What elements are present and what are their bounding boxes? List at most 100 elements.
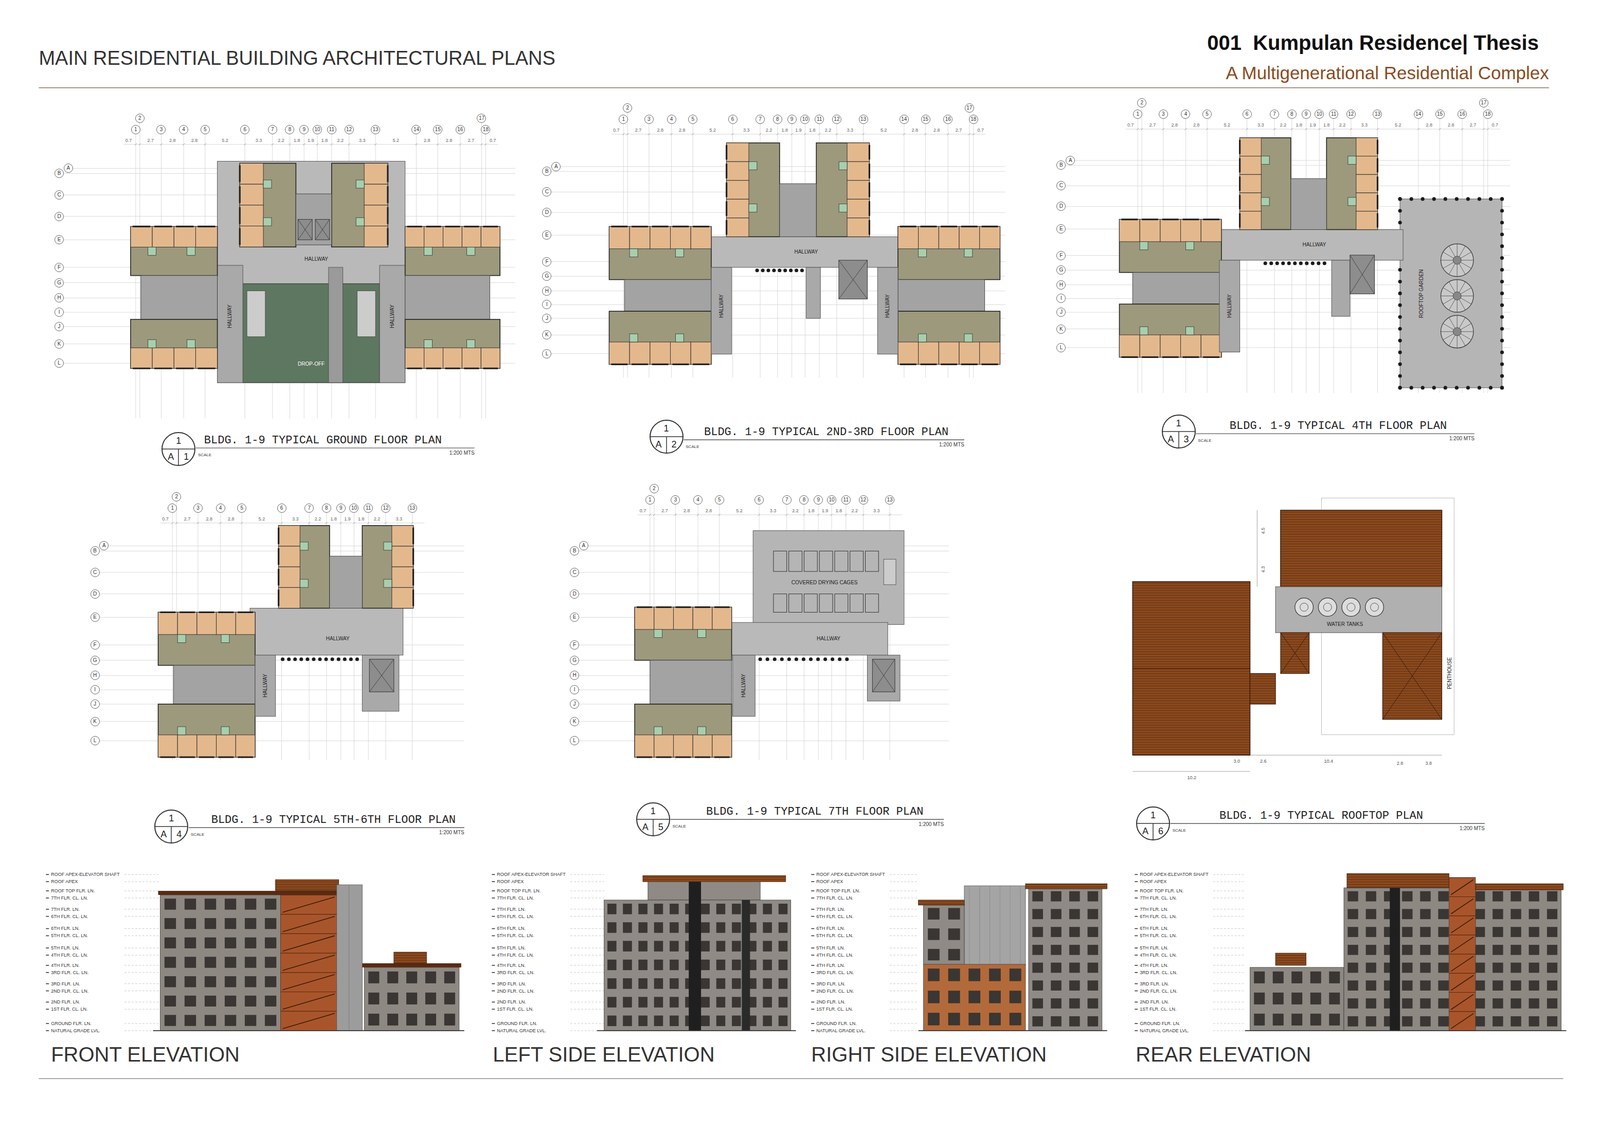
- window: [175, 367, 194, 370]
- window: [940, 363, 958, 366]
- drawing-line: [1448, 992, 1476, 993]
- window: [1547, 962, 1558, 973]
- dimension: 2.8: [1425, 122, 1433, 128]
- planter: [1398, 220, 1402, 225]
- window: [1547, 980, 1558, 991]
- window: [1474, 980, 1485, 991]
- grid-label: E: [572, 614, 577, 620]
- level-label: 4TH FLR. LN.: [496, 962, 526, 968]
- planter: [293, 657, 297, 661]
- level-label: 5TH FLR. LN.: [496, 945, 526, 951]
- apartment-wing: [130, 319, 218, 369]
- grid-label: 11: [365, 505, 371, 511]
- window: [1050, 891, 1062, 902]
- room: [690, 342, 712, 365]
- level-marker: [491, 990, 495, 992]
- window: [1347, 980, 1359, 991]
- grid-label: 11: [1331, 111, 1337, 117]
- grid-bubble: I: [90, 685, 100, 695]
- grid-line: [1074, 159, 1510, 161]
- window: [900, 225, 917, 228]
- dimension-tick: [415, 143, 418, 146]
- dimension-tick: [835, 133, 838, 136]
- dimension-tick: [240, 522, 243, 525]
- window: [426, 367, 442, 370]
- level-label: ROOF APEX: [1139, 879, 1167, 885]
- window: [1009, 991, 1021, 1004]
- drawing-line: [1459, 317, 1466, 329]
- window: [1474, 1016, 1485, 1027]
- planter: [1500, 303, 1504, 308]
- water-tank: [1346, 603, 1356, 612]
- window: [218, 611, 235, 614]
- dimension: 3.8: [1425, 761, 1432, 766]
- drawing-number-bubble: 1A4: [153, 809, 189, 844]
- planter: [801, 657, 806, 661]
- level-marker: [45, 1001, 49, 1003]
- planter: [837, 657, 842, 661]
- dimension: 2.7: [467, 137, 475, 143]
- pergola-center: [1452, 256, 1462, 265]
- bathroom: [177, 634, 186, 643]
- window: [1492, 909, 1503, 920]
- window: [1238, 213, 1241, 228]
- grid-bubble: 18: [1483, 109, 1493, 119]
- service-core: [140, 275, 218, 320]
- level-marker: [811, 964, 815, 966]
- window: [1492, 998, 1503, 1009]
- planter: [1398, 373, 1402, 378]
- window: [927, 908, 940, 920]
- ramp: [328, 267, 344, 383]
- level-label: ROOF APEX-ELEVATOR SHAFT: [496, 872, 566, 877]
- grid-bubble: 7: [267, 124, 278, 135]
- window: [1401, 944, 1413, 955]
- window: [607, 1015, 617, 1027]
- drawing-line: [1460, 333, 1472, 340]
- grid-label: K: [1059, 326, 1064, 332]
- grid-bubble: 5: [714, 495, 725, 505]
- room: [712, 734, 732, 758]
- grid-bubble: 11: [841, 495, 851, 505]
- stair-tower: [1448, 877, 1476, 1031]
- window: [1365, 944, 1377, 955]
- planter: [1398, 315, 1402, 319]
- dimension-tick: [182, 143, 185, 146]
- grid-label: F: [57, 264, 61, 271]
- grid-label: E: [545, 232, 549, 238]
- grid-label: J: [573, 701, 577, 707]
- planter: [761, 268, 765, 273]
- drawing-line: [282, 896, 335, 913]
- window: [239, 186, 241, 204]
- drawing-line: [280, 1011, 337, 1012]
- elevator: [838, 260, 868, 299]
- window: [218, 756, 235, 759]
- level-label: 3RD FLR. CL. LN.: [496, 969, 535, 975]
- dimension-tick: [243, 143, 246, 146]
- window: [1121, 218, 1138, 221]
- grid-label: 10: [1316, 111, 1323, 117]
- drawing-title: BLDG. 1-9 TYPICAL GROUND FLOOR PLAN: [204, 435, 442, 447]
- dimension: 2.8: [1447, 122, 1455, 128]
- grid-bubble: G: [569, 655, 580, 665]
- grid-label: 10: [802, 116, 808, 122]
- room: [391, 525, 414, 547]
- window: [1474, 962, 1485, 973]
- bathroom: [148, 246, 157, 256]
- window: [1511, 1016, 1522, 1027]
- bubble-circle: [636, 802, 670, 836]
- window: [179, 611, 195, 614]
- grid-label: K: [572, 718, 577, 725]
- level-line: [1213, 983, 1246, 984]
- drawing-line: [1450, 1013, 1474, 1029]
- grid-label: 5: [691, 116, 695, 122]
- dimension: 1.8: [293, 137, 301, 143]
- grid-bubble: H: [569, 670, 580, 680]
- scale-value: 1:200 MTS: [939, 442, 965, 448]
- stair: [883, 559, 896, 585]
- service-core: [405, 275, 491, 320]
- grid-bubble: L: [542, 349, 552, 359]
- window: [1529, 962, 1540, 973]
- drawing-line: [1443, 297, 1454, 304]
- level-marker: [811, 881, 815, 883]
- window: [669, 997, 679, 1008]
